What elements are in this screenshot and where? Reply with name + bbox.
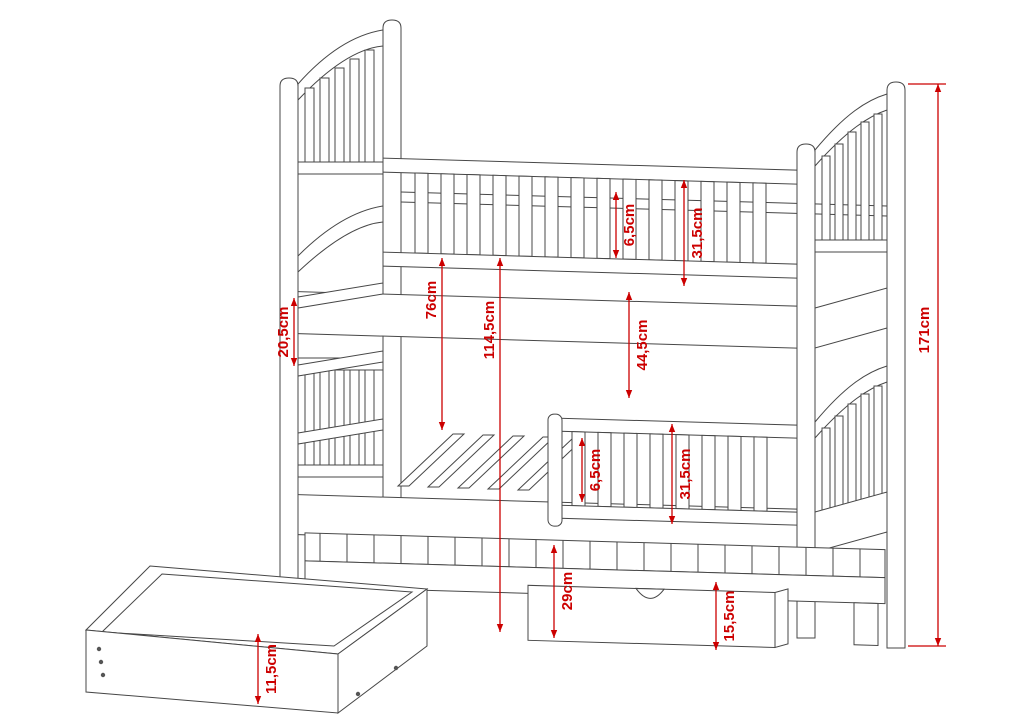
upper-side-rail <box>297 291 798 349</box>
headboard-slat <box>834 143 844 241</box>
back-posts <box>382 19 906 649</box>
mattress-slat <box>486 436 556 490</box>
guard-slat <box>623 432 638 508</box>
headboard-slat <box>860 121 870 241</box>
headboard-slat <box>847 131 857 241</box>
upper-side-rail-end <box>814 287 888 349</box>
mattress-slat <box>456 435 526 489</box>
headboard-slat <box>821 155 831 241</box>
guard-slat <box>596 177 611 260</box>
ladder-step[interactable] <box>297 282 384 309</box>
headboard-slat <box>873 113 883 241</box>
upper-guard-top-rail <box>382 157 798 185</box>
ladder-step[interactable] <box>297 350 384 377</box>
dim-label-upper-total-height: 114,5cm <box>481 301 498 359</box>
headboard-slat <box>304 87 315 163</box>
ladder-step[interactable] <box>297 418 384 445</box>
left-headboard <box>297 29 384 478</box>
dim-label-trundle-section-height: 29cm <box>559 572 576 610</box>
trundle-leg <box>853 602 879 646</box>
dim-label-upper-guard-height: 31,5cm <box>689 208 706 259</box>
front-right-post <box>796 143 816 639</box>
screw-dot <box>100 672 106 678</box>
dimension-annotations: 171cm 20,5cm 76cm 114,5cm 6,5cm 31,5cm 4… <box>254 83 946 704</box>
ladder <box>297 282 384 445</box>
guard-slat <box>466 174 481 256</box>
mattress-slat <box>396 433 466 487</box>
guard-slat <box>518 175 533 257</box>
drawer-right-wall <box>337 588 428 715</box>
headboard-slat <box>319 77 330 163</box>
guard-slat <box>492 174 507 257</box>
upper-guard-bottom-rail <box>382 251 798 279</box>
headboard-slat <box>821 427 831 521</box>
dim-label-bunk-clearance: 44,5cm <box>634 320 651 371</box>
lower-guard-end-cap <box>547 413 563 527</box>
storage-drawer[interactable] <box>84 565 429 715</box>
headboard-slat <box>349 369 360 466</box>
dim-label-lower-guard-height: 31,5cm <box>677 449 694 500</box>
trundle-slat-ticks <box>319 533 861 577</box>
guard-slat <box>701 434 716 511</box>
right-headboard <box>814 93 888 553</box>
mattress-slat <box>426 434 496 488</box>
headboard-slat <box>364 49 375 163</box>
guard-slat <box>674 180 689 262</box>
guard-slat <box>440 173 455 255</box>
dim-label-ladder-step-spacing: 20,5cm <box>275 307 292 358</box>
screw-dot <box>96 646 102 652</box>
screw-dot <box>393 665 399 671</box>
headboard-slat <box>349 58 360 163</box>
back-left-post <box>382 19 402 546</box>
guard-slat <box>726 181 741 263</box>
dim-label-upper-base-height: 76cm <box>423 281 440 319</box>
drawer-handle-notch[interactable] <box>635 587 665 599</box>
guard-slat <box>727 435 742 512</box>
right-upper-rail <box>814 239 888 253</box>
front-left-post <box>279 77 299 583</box>
left-lower-arch <box>297 205 384 274</box>
left-upper-rail <box>297 161 384 175</box>
headboard-slat <box>364 369 375 466</box>
left-bottom-rail <box>297 464 384 478</box>
left-upper-arch <box>297 29 384 102</box>
drawer-rim-inner <box>100 573 414 647</box>
screw-dot <box>98 659 104 665</box>
dim-label-drawer-side-height: 11,5cm <box>263 644 280 694</box>
dim-label-upper-rail-gap: 6,5cm <box>621 204 638 247</box>
screw-dot <box>355 691 361 697</box>
headboard-slat <box>334 67 345 163</box>
guard-slat <box>753 436 768 512</box>
guard-slat <box>571 431 586 507</box>
back-right-post <box>886 81 906 649</box>
dim-label-overall-height: 171cm <box>916 307 933 354</box>
guard-slat <box>414 172 429 254</box>
guard-slat <box>648 179 663 261</box>
dim-label-lower-rail-gap: 6,5cm <box>587 449 604 492</box>
guard-slat <box>649 433 664 509</box>
guard-slat <box>544 176 559 258</box>
front-posts <box>279 77 816 639</box>
headboard-slat <box>304 369 315 466</box>
guard-slat <box>570 177 585 259</box>
guard-slat <box>752 182 767 264</box>
headboard-slat <box>334 369 345 466</box>
trundle-drawer-side <box>774 588 789 649</box>
dim-label-drawer-front-height: 15,5cm <box>721 591 738 642</box>
headboard-slat <box>319 369 330 466</box>
